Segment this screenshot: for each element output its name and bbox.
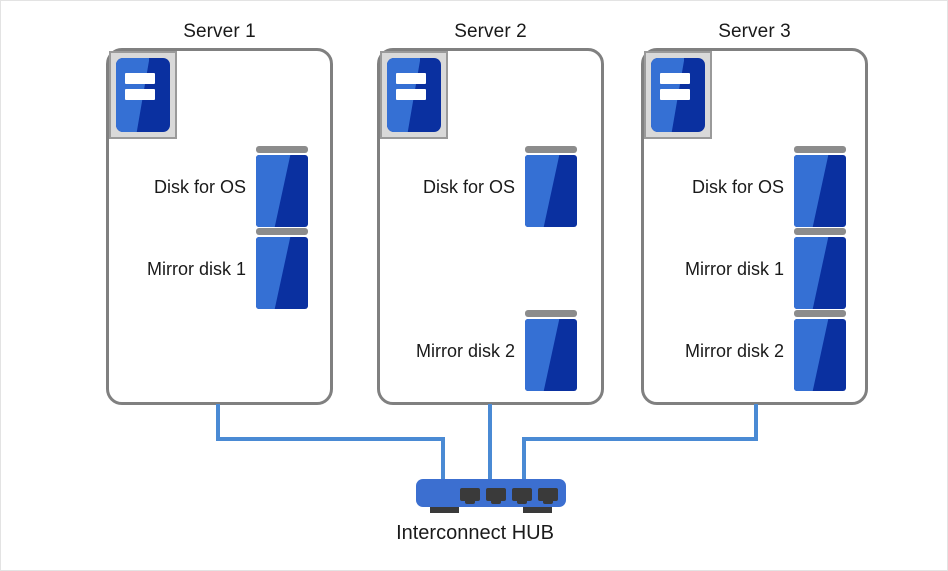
disk-cap — [256, 146, 308, 153]
server-icon-bar-top — [125, 72, 156, 84]
server-icon-bar-bottom — [125, 89, 156, 101]
disk-label: Disk for OS — [691, 177, 784, 197]
server-icon-body — [651, 58, 705, 132]
disk-cap — [525, 146, 577, 153]
hub-port-2 — [486, 488, 506, 504]
server-icon-bar-top — [396, 72, 427, 84]
server-2-title: Server 2 — [454, 21, 527, 42]
disk-icon — [794, 228, 846, 309]
disk-cap — [794, 310, 846, 317]
disk-body — [794, 155, 846, 227]
cable-server-1-segment-drop — [441, 437, 445, 483]
disk-label: Mirror disk 1 — [684, 259, 784, 279]
cable-server-3-segment-drop — [522, 437, 526, 483]
cable-server-2-segment-vertical — [488, 404, 492, 483]
server-icon-bar-bottom — [396, 89, 427, 101]
disk-cap — [256, 228, 308, 235]
disk-sheen — [794, 319, 829, 391]
disk-label: Disk for OS — [422, 177, 515, 197]
server-icon-bar-top — [660, 72, 691, 84]
disk-body — [794, 319, 846, 391]
hub-port-4 — [538, 488, 558, 504]
server-1-title: Server 1 — [183, 21, 256, 42]
network-hub-icon[interactable] — [416, 479, 566, 513]
server-icon-body — [387, 58, 441, 132]
hub-foot-right — [523, 506, 552, 513]
disk-body — [794, 237, 846, 309]
server-icon — [380, 51, 448, 139]
disk-sheen — [256, 155, 291, 227]
server-icon-body — [116, 58, 170, 132]
disk-icon — [794, 310, 846, 391]
disk-body — [525, 319, 577, 391]
disk-icon — [525, 310, 577, 391]
disk-sheen — [525, 155, 560, 227]
disk-icon — [525, 146, 577, 227]
disk-body — [525, 155, 577, 227]
disk-label: Mirror disk 2 — [415, 341, 515, 361]
disk-label: Mirror disk 2 — [684, 341, 784, 361]
disk-sheen — [256, 237, 291, 309]
server-icon — [644, 51, 712, 139]
disk-sheen — [794, 237, 829, 309]
disk-sheen — [794, 155, 829, 227]
server-3-title: Server 3 — [718, 21, 791, 42]
cable-server-3-segment-horizontal — [522, 437, 758, 441]
disk-label: Disk for OS — [153, 177, 246, 197]
disk-icon — [256, 228, 308, 309]
disk-body — [256, 237, 308, 309]
disk-cap — [794, 146, 846, 153]
hub-port-1 — [460, 488, 480, 504]
disk-sheen — [525, 319, 560, 391]
disk-cap — [525, 310, 577, 317]
server-icon — [109, 51, 177, 139]
cable-server-1-segment-horizontal — [216, 437, 445, 441]
disk-icon — [256, 146, 308, 227]
hub-label: Interconnect HUB — [396, 522, 554, 544]
server-icon-bar-bottom — [660, 89, 691, 101]
hub-shell — [416, 479, 566, 507]
disk-body — [256, 155, 308, 227]
disk-icon — [794, 146, 846, 227]
hub-port-3 — [512, 488, 532, 504]
hub-foot-left — [430, 506, 459, 513]
cable-server-3-segment-vertical — [754, 404, 758, 441]
cable-server-1-segment-vertical — [216, 404, 220, 441]
disk-cap — [794, 228, 846, 235]
disk-label: Mirror disk 1 — [146, 259, 246, 279]
